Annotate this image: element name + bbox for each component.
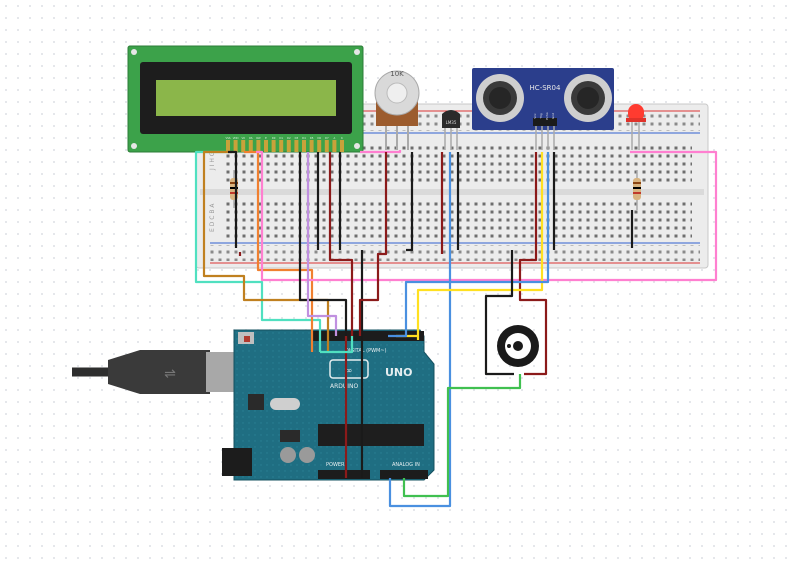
arduino-brand-icon: ∞ — [346, 366, 353, 375]
usb-icon: ⇌ — [164, 366, 176, 382]
lcd-pin — [233, 140, 238, 152]
lcd-pin — [241, 140, 246, 152]
wire — [388, 152, 452, 508]
arduino-uno: ∞ UNO ARDUINO DIGITAL (PWM~) ANALOG IN P… — [222, 329, 435, 481]
lcd-pin — [309, 140, 314, 152]
wire — [244, 150, 314, 352]
lcd-pin-label: E — [265, 136, 267, 140]
analog-label: ANALOG IN — [392, 462, 420, 468]
lcd-pin-label: D2 — [287, 136, 291, 140]
lcd-pin-label: RS — [249, 136, 253, 140]
wire — [320, 336, 354, 354]
wire — [194, 150, 322, 352]
lcd-pin-label: RW — [256, 136, 261, 140]
lcd-pin-label: D3 — [295, 136, 299, 140]
potentiometer: 10K — [374, 70, 420, 150]
lcd-pin — [264, 140, 268, 152]
lcd-pin-label: V0 — [241, 136, 245, 140]
lm35-label: LM35 — [446, 120, 457, 125]
resistor-right — [633, 170, 641, 210]
lcd-pin-label: D0 — [272, 136, 276, 140]
lcd-pin — [340, 140, 344, 152]
lcd-pin — [271, 140, 276, 152]
power-label: POWER — [326, 462, 345, 468]
wire — [298, 152, 348, 336]
wire — [406, 152, 414, 252]
lcd-pin-label: D6 — [317, 136, 321, 140]
wire — [328, 152, 354, 336]
lcd-pin-label: K — [341, 136, 343, 140]
sensor-pin-label: Trig — [539, 113, 543, 119]
arduino-model: UNO — [385, 366, 413, 379]
lcd-pin-label: D5 — [310, 136, 314, 140]
lcd-pin — [332, 140, 337, 152]
row-letters-top: J I H G F — [209, 146, 216, 171]
digital-label: DIGITAL (PWM~) — [345, 348, 387, 354]
lcd-pin-label: D4 — [302, 136, 306, 140]
lcd-pin-label: D7 — [325, 136, 329, 140]
lcd-pin — [286, 140, 291, 152]
wire — [256, 150, 718, 282]
arduino-brand: ARDUINO — [330, 383, 359, 390]
wire — [484, 250, 514, 376]
buzzer — [497, 325, 539, 367]
potentiometer-label: 10K — [390, 70, 404, 78]
wire — [388, 152, 550, 338]
lcd-pin — [226, 140, 230, 152]
sensor-pin-label: Vcc — [533, 113, 537, 119]
wires — [194, 150, 718, 508]
lcd-pin — [248, 140, 253, 152]
wire — [518, 152, 548, 376]
wire — [360, 150, 402, 154]
lcd-pin-label: A — [334, 136, 336, 140]
wire — [358, 152, 388, 336]
lcd-pin-label: D1 — [279, 136, 283, 140]
sensor-pin-label: Echo — [545, 112, 549, 119]
wire — [306, 152, 338, 336]
lm35-sensor: LM35 — [442, 110, 460, 150]
lcd-pin — [317, 140, 322, 152]
lcd-pin-label: VSS — [225, 136, 230, 140]
wire — [228, 150, 238, 248]
lcd-pin — [294, 140, 299, 152]
lcd-pin-label: VDD — [233, 136, 239, 140]
row-letters-bottom: E D C B A — [209, 203, 216, 232]
lcd-pin — [324, 140, 329, 152]
lcd-pin — [279, 140, 284, 152]
wire — [396, 152, 544, 338]
lcd-pin — [256, 140, 261, 152]
sensor-pin-label: Gnd — [551, 113, 555, 119]
red-led — [626, 104, 646, 150]
wire — [402, 374, 522, 498]
sensor-label: HC-SR04 — [530, 84, 561, 92]
lcd-screen — [156, 80, 336, 116]
lcd-pin — [302, 140, 306, 152]
